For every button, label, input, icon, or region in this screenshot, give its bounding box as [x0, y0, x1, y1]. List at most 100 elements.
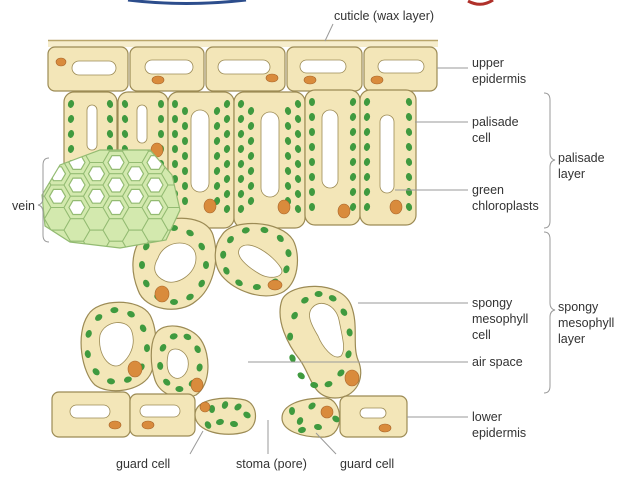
- vein-cell: [42, 240, 52, 248]
- chloroplast: [294, 190, 302, 198]
- chloroplast: [363, 158, 371, 166]
- chloroplast: [363, 173, 371, 181]
- nucleus: [389, 199, 403, 215]
- chloroplast: [297, 372, 305, 380]
- chloroplast: [237, 145, 245, 153]
- nucleus: [277, 199, 291, 215]
- cuticle-leader: [324, 23, 334, 42]
- chloroplast: [241, 227, 250, 234]
- chloroplast: [234, 403, 242, 411]
- chloroplast: [182, 182, 188, 190]
- chloroplast: [223, 175, 231, 183]
- chloroplast: [227, 235, 234, 244]
- chloroplast: [247, 197, 255, 205]
- chloroplast: [337, 369, 345, 377]
- guard-cell-right: [281, 397, 341, 438]
- chloroplast: [284, 107, 292, 115]
- upper-epidermis-cell: [205, 46, 286, 92]
- vacuole: [86, 104, 98, 151]
- chloroplast: [309, 128, 315, 136]
- chloroplast: [182, 197, 188, 205]
- air-space-label: air space: [472, 355, 523, 369]
- chloroplast: [345, 350, 352, 359]
- nucleus: [203, 198, 217, 214]
- chloroplast: [405, 128, 413, 136]
- chloroplast: [324, 381, 333, 388]
- vein-label: vein: [12, 199, 35, 213]
- spongy-mesophyll-layer-label: spongy mesophyll layer: [558, 300, 618, 346]
- nucleus: [199, 401, 211, 413]
- chloroplast: [260, 226, 269, 234]
- vein-bracket: [37, 157, 50, 243]
- chloroplast: [121, 115, 129, 123]
- chloroplast: [284, 122, 292, 130]
- chloroplast: [276, 234, 284, 242]
- upper-epidermis-cell: [286, 46, 363, 92]
- chloroplast: [223, 115, 231, 123]
- guard-cell-right-label: guard cell: [340, 457, 394, 471]
- chloroplast: [182, 167, 188, 175]
- chloroplast: [143, 242, 150, 251]
- lower-epidermis-cell: [339, 395, 408, 438]
- chloroplast: [182, 152, 188, 160]
- chloroplast: [349, 203, 357, 211]
- guard-cell-left-leader: [189, 430, 204, 455]
- chloroplast: [85, 330, 92, 338]
- xylem-vessel: [146, 177, 164, 193]
- chloroplast: [121, 100, 129, 108]
- chloroplast: [198, 279, 205, 288]
- cuticle-label: cuticle (wax layer): [334, 9, 434, 23]
- chloroplast: [159, 344, 167, 352]
- chloroplast: [139, 324, 147, 333]
- upper-epidermis: [47, 46, 438, 92]
- chloroplast: [309, 113, 315, 121]
- chloroplast: [223, 190, 231, 198]
- chloroplast: [237, 100, 245, 108]
- lower-epidermis-cell: [51, 391, 131, 438]
- chloroplast: [170, 299, 178, 305]
- chloroplast: [363, 113, 371, 121]
- chloroplast: [328, 295, 337, 302]
- chloroplast: [196, 363, 203, 372]
- chloroplast: [283, 265, 290, 274]
- chloroplast: [294, 145, 302, 153]
- xylem-vessel: [126, 166, 145, 182]
- chloroplast: [309, 98, 315, 106]
- chloroplast: [213, 122, 221, 130]
- chloroplast: [363, 143, 371, 151]
- chloroplast: [405, 173, 413, 181]
- chloroplast: [284, 182, 292, 190]
- chloroplast: [301, 297, 309, 304]
- chloroplast: [309, 158, 315, 166]
- palisade-cell-label: palisade cell: [472, 115, 522, 145]
- chloroplast: [405, 98, 413, 106]
- vein-cell: [160, 184, 180, 208]
- chloroplast: [163, 378, 171, 386]
- chloroplast: [332, 415, 340, 423]
- xylem-vessel: [68, 200, 86, 216]
- labels: cuticle (wax layer) upper epidermis pali…: [12, 9, 618, 471]
- chloroplast: [349, 113, 357, 121]
- chloroplast: [314, 290, 323, 298]
- chloroplast: [237, 175, 245, 183]
- xylem-vessel: [107, 177, 125, 193]
- lower-epidermis-label: lower epidermis: [472, 410, 526, 440]
- chloroplast: [107, 378, 115, 385]
- chloroplast: [405, 113, 413, 121]
- chloroplast: [349, 128, 357, 136]
- chloroplast: [183, 333, 192, 341]
- chloroplast: [169, 333, 178, 340]
- chloroplast: [349, 143, 357, 151]
- chloroplast: [127, 310, 135, 318]
- chloroplast: [237, 115, 245, 123]
- chloroplast: [67, 100, 75, 108]
- stoma-label: stoma (pore): [236, 457, 307, 471]
- chloroplast: [237, 190, 245, 198]
- chloroplast: [349, 173, 357, 181]
- palisade-cell: [304, 89, 361, 226]
- xylem-vessel: [48, 188, 67, 204]
- chloroplast: [405, 203, 413, 211]
- chloroplast: [346, 328, 353, 337]
- chloroplast: [124, 376, 132, 383]
- chloroplast: [294, 175, 302, 183]
